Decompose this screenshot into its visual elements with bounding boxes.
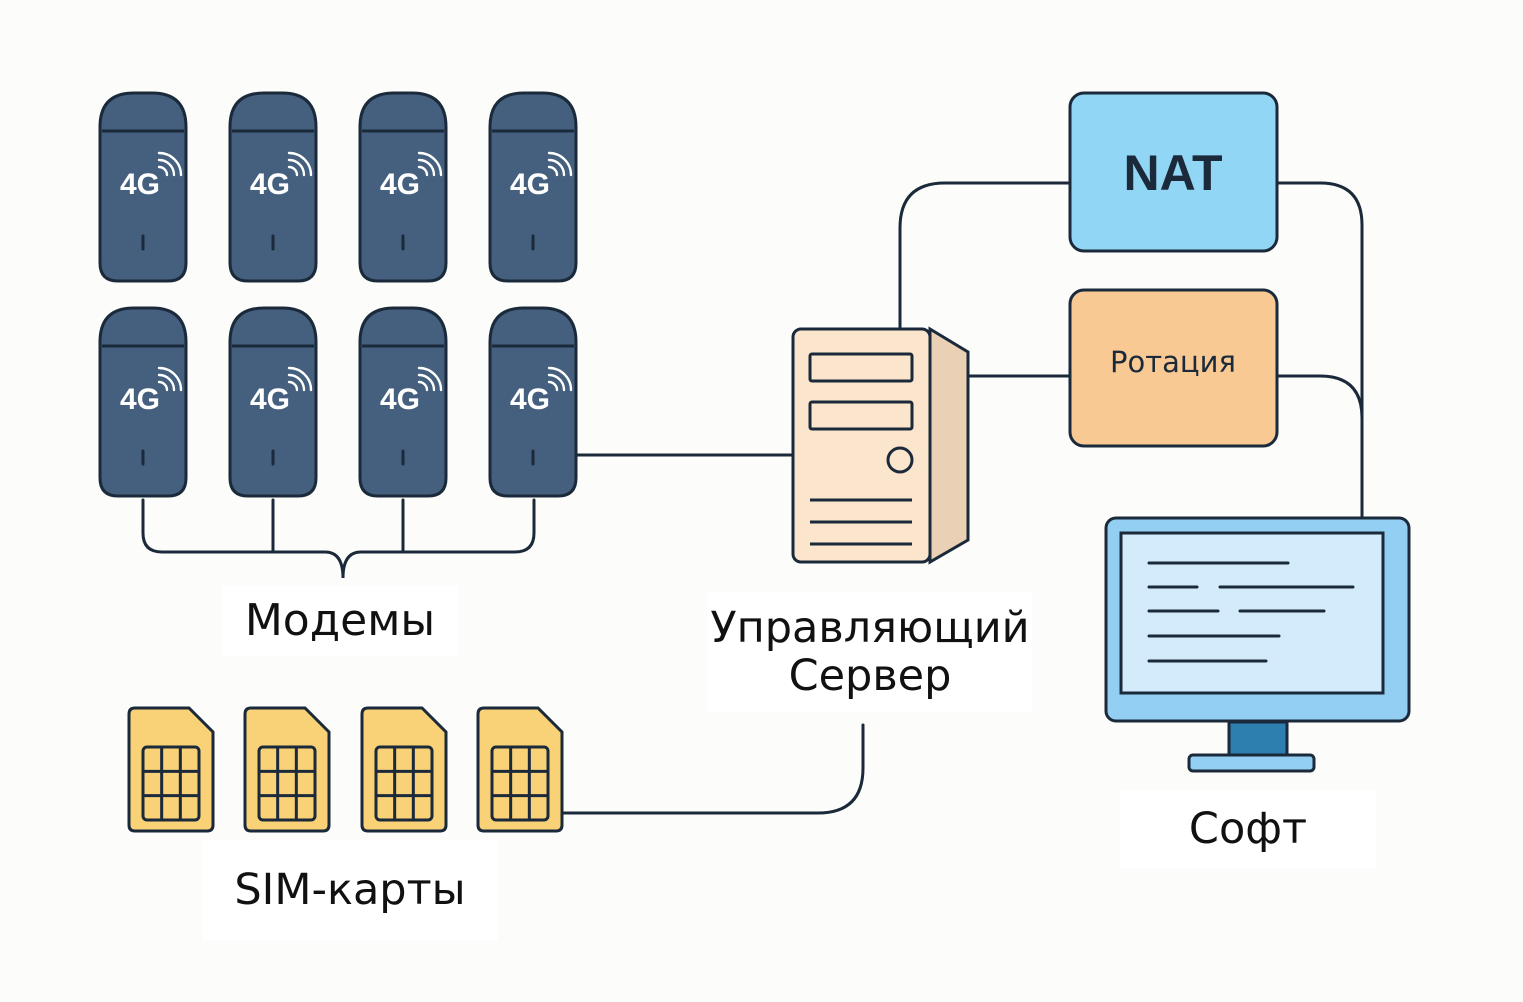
signal-icon: [547, 165, 559, 177]
rotation-to-monitor-line: [1275, 374, 1364, 420]
signal-icon: [157, 380, 169, 392]
modem-4g-badge: 4G: [250, 168, 290, 201]
sim-chip: [490, 745, 550, 822]
nat-box[interactable]: NAT: [1068, 91, 1279, 253]
usb-modem-icon[interactable]: 4G: [488, 91, 578, 283]
signal-icon: [417, 380, 429, 392]
soft-label: Софт: [1120, 790, 1376, 868]
server-label: Управляющий Сервер: [708, 592, 1032, 712]
connector-lines: [141, 181, 1364, 815]
modem-4g-badge: 4G: [380, 168, 420, 201]
sim-cards-label: SIM-карты: [202, 840, 498, 940]
modem-4g-badge: 4G: [510, 168, 550, 201]
usb-modem-icon[interactable]: 4G: [98, 91, 188, 283]
signal-icon: [417, 165, 429, 177]
signal-icon: [287, 366, 313, 392]
server-to-nat-line: [898, 181, 1072, 331]
signal-icon: [547, 380, 559, 392]
signal-icon: [287, 373, 306, 392]
rotation-box[interactable]: Ротация: [1068, 288, 1279, 448]
sim-chip: [374, 745, 434, 822]
signal-icon: [547, 158, 566, 177]
usb-modem-icon[interactable]: 4G: [358, 91, 448, 283]
signal-icon: [287, 158, 306, 177]
signal-icon: [287, 151, 313, 177]
signal-icon: [157, 158, 176, 177]
signal-icon: [547, 373, 566, 392]
signal-icon: [417, 373, 436, 392]
signal-icon: [157, 366, 183, 392]
signal-icon: [287, 165, 299, 177]
modem-bus-line: [141, 498, 536, 579]
signal-icon: [157, 151, 183, 177]
modem-grid: 4G 4G 4G 4G 4G 4G 4G 4G: [98, 91, 578, 498]
sim-to-server-line: [559, 723, 865, 815]
signal-icon: [157, 373, 176, 392]
signal-icon: [547, 366, 573, 392]
usb-modem-icon[interactable]: 4G: [358, 306, 448, 498]
monitor-icon[interactable]: [1104, 516, 1411, 773]
nat-to-monitor-line: [1275, 181, 1364, 520]
sim-chip: [257, 745, 317, 822]
usb-modem-icon[interactable]: 4G: [98, 306, 188, 498]
modem-4g-badge: 4G: [380, 383, 420, 416]
server-tower-icon[interactable]: [791, 326, 970, 565]
sim-chip: [141, 745, 201, 822]
modems-label: Модемы: [222, 586, 458, 656]
usb-modem-icon[interactable]: 4G: [488, 306, 578, 498]
usb-modem-icon[interactable]: 4G: [228, 91, 318, 283]
rotation-label: Ротация: [1110, 345, 1236, 379]
nat-label: NAT: [1123, 145, 1222, 201]
signal-icon: [287, 380, 299, 392]
signal-icon: [547, 151, 573, 177]
usb-modem-icon[interactable]: 4G: [228, 306, 318, 498]
signal-icon: [417, 158, 436, 177]
modem-4g-badge: 4G: [250, 383, 290, 416]
modem-4g-badge: 4G: [120, 383, 160, 416]
sim-card-icon[interactable]: [127, 706, 215, 833]
modem-4g-badge: 4G: [510, 383, 550, 416]
signal-icon: [157, 165, 169, 177]
signal-icon: [417, 366, 443, 392]
modem-4g-badge: 4G: [120, 168, 160, 201]
sim-card-icon[interactable]: [360, 706, 448, 833]
sim-card-icon[interactable]: [243, 706, 331, 833]
sim-card-icon[interactable]: [476, 706, 564, 833]
signal-icon: [417, 151, 443, 177]
sim-card-row: [127, 706, 564, 833]
